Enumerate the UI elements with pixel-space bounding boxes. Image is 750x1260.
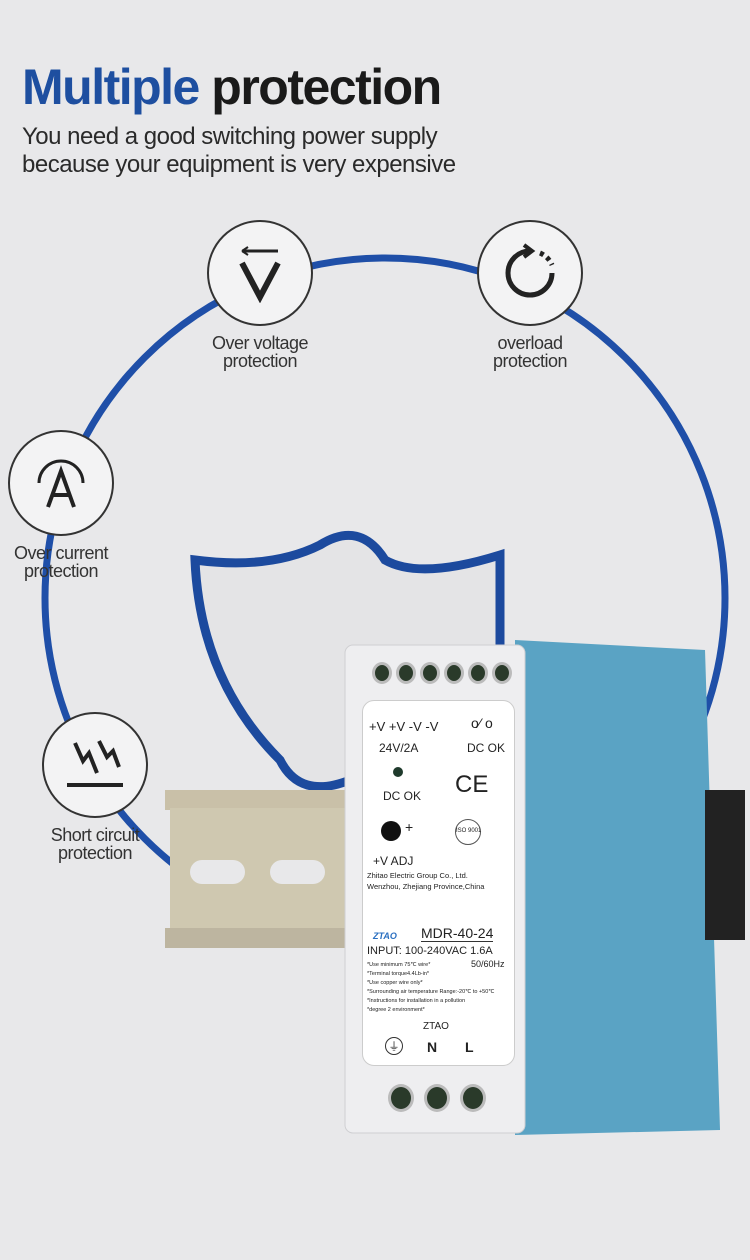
dc-ok-led bbox=[393, 767, 403, 777]
note: *degree 2 environment* bbox=[367, 1007, 425, 1013]
device-label-panel: +V +V -V -V o⁄ o 24V/2A DC OK DC OK CE +… bbox=[362, 700, 515, 1066]
notes: *Use minimum 75℃ wire* *Terminal torque4.… bbox=[367, 961, 494, 1015]
voltage-adjust-knob[interactable] bbox=[381, 821, 401, 841]
dc-ok-relay-label: DC OK bbox=[467, 741, 506, 755]
din-rail bbox=[165, 790, 365, 948]
feature-label: Over current bbox=[13, 543, 109, 563]
dc-ok-label: DC OK bbox=[383, 789, 422, 803]
line-label: L bbox=[465, 1039, 474, 1055]
feature-label: protection bbox=[222, 351, 298, 371]
subtitle-line-2: because your equipment is very expensive bbox=[22, 151, 456, 178]
maker-label: ZTAO bbox=[423, 1021, 449, 1032]
terminal-labels: +V +V -V -V bbox=[369, 719, 439, 734]
relay-switch-icon: o⁄ o bbox=[471, 715, 493, 731]
title-main: protection bbox=[211, 59, 442, 115]
feature-label: Over voltage bbox=[211, 333, 309, 353]
over-voltage-icon bbox=[207, 220, 313, 326]
brand-logo: ZTAO bbox=[373, 931, 397, 941]
title-accent: Multiple bbox=[22, 59, 200, 115]
short-circuit-icon bbox=[42, 712, 148, 818]
feature-label: overload bbox=[497, 333, 563, 353]
ground-icon: ⏚ bbox=[385, 1037, 403, 1055]
rating: 24V/2A bbox=[379, 741, 419, 755]
note: *Terminal torque4.4Lb-in* bbox=[367, 971, 430, 977]
note: *Use minimum 75℃ wire* bbox=[367, 962, 431, 968]
subtitle-line-1: You need a good switching power supply bbox=[22, 123, 438, 150]
model-number: MDR-40-24 bbox=[421, 925, 494, 942]
company-address: Wenzhou, Zhejiang Province,China bbox=[367, 882, 485, 891]
ampere-icon bbox=[8, 430, 114, 536]
feature-label: Short circuit bbox=[50, 825, 140, 845]
iso-mark: ISO 9001 bbox=[455, 819, 481, 845]
feature-label: protection bbox=[492, 351, 568, 371]
page-title: Multiple protection bbox=[22, 58, 442, 116]
feature-label: protection bbox=[57, 843, 133, 863]
frequency: 50/60Hz bbox=[471, 959, 505, 969]
note: *Use copper wire only* bbox=[367, 980, 423, 986]
feature-label: protection bbox=[23, 561, 99, 581]
neutral-label: N bbox=[427, 1039, 438, 1055]
input-rating: INPUT: 100-240VAC 1.6A bbox=[367, 945, 493, 957]
overload-icon bbox=[477, 220, 583, 326]
note: *Instructions for installation in a poll… bbox=[367, 998, 466, 1004]
plus-icon: + bbox=[405, 819, 414, 835]
ce-mark: CE bbox=[455, 771, 489, 798]
note: *Surrounding air temperature Range:-20℃ … bbox=[367, 989, 495, 995]
company-name: Zhitao Electric Group Co., Ltd. bbox=[367, 871, 468, 880]
vadj-label: +V ADJ bbox=[373, 854, 414, 868]
